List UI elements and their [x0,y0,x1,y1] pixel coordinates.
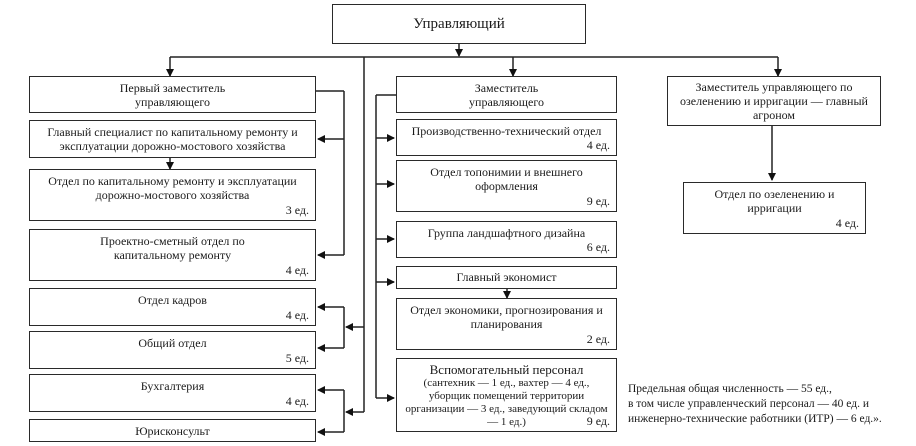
item-title: Вспомогательный персонал [429,362,584,377]
item-subtitle: (сантехник — 1 ед., вахтер — 4 ед., убор… [405,377,608,428]
item-title: Отдел экономики, прогнозирования и плани… [410,303,603,331]
greening-dept-box: Отдел по озеленению и ирригации 4 ед. [683,182,866,234]
deputy-box: Заместитель управляющего [396,76,617,113]
note-line: в том числе управленческий персонал — 40… [628,398,870,410]
deputy-title: Заместитель управляющего [469,81,544,109]
item-units: 5 ед. [285,351,309,365]
item-units: 4 ед. [835,216,859,230]
economics-dept-box: Отдел экономики, прогнозирования и плани… [396,298,617,350]
note-line: инженерно-технические работники (ИТР) — … [628,413,882,425]
accounting-box: Бухгалтерия 4 ед. [29,374,316,412]
item-units: 4 ед. [285,263,309,277]
item-units: 3 ед. [285,203,309,217]
agronomist-title: Заместитель управляющего по озеленению и… [680,80,868,122]
item-title: Проектно-сметный отдел по капитальному р… [100,234,245,262]
first-deputy-box: Первый заместитель управляющего [29,76,316,113]
headcount-note: Предельная общая численность — 55 ед., в… [628,382,882,427]
support-staff-box: Вспомогательный персонал (сантехник — 1 … [396,358,617,432]
agronomist-deputy-box: Заместитель управляющего по озеленению и… [667,76,881,126]
item-title: Главный экономист [456,270,557,284]
item-title: Общий отдел [138,336,207,350]
general-dept-box: Общий отдел 5 ед. [29,331,316,369]
item-units: 9 ед. [586,414,610,428]
item-units: 4 ед. [285,308,309,322]
item-title: Отдел по озеленению и ирригации [714,187,835,215]
item-title: Отдел по капитальному ремонту и эксплуат… [48,174,297,202]
item-title: Отдел кадров [138,293,207,307]
hr-dept-box: Отдел кадров 4 ед. [29,288,316,326]
production-tech-dept-box: Производственно-технический отдел 4 ед. [396,119,617,156]
toponymy-dept-box: Отдел топонимии и внешнего оформления 9 … [396,160,617,212]
legal-counsel-box: Юрисконсульт [29,419,316,442]
item-title: Главный специалист по капитальному ремон… [47,125,298,153]
landscape-design-box: Группа ландшафтного дизайна 6 ед. [396,221,617,258]
item-units: 4 ед. [285,394,309,408]
design-estimate-dept-box: Проектно-сметный отдел по капитальному р… [29,229,316,281]
item-units: 9 ед. [586,194,610,208]
item-title: Отдел топонимии и внешнего оформления [430,165,583,193]
root-manager-box: Управляющий [332,4,586,44]
item-title: Бухгалтерия [140,379,205,393]
note-line: Предельная общая численность — 55 ед., [628,383,832,395]
item-units: 6 ед. [586,240,610,254]
item-title: Производственно-технический отдел [411,124,602,138]
root-title: Управляющий [413,16,505,32]
item-units: 2 ед. [586,332,610,346]
item-units: 4 ед. [586,138,610,152]
capital-repair-dept-box: Отдел по капитальному ремонту и эксплуат… [29,169,316,221]
chief-economist-box: Главный экономист [396,266,617,289]
first-deputy-title: Первый заместитель управляющего [119,81,226,109]
chief-specialist-box: Главный специалист по капитальному ремон… [29,120,316,158]
item-title: Юрисконсульт [135,424,210,438]
item-title: Группа ландшафтного дизайна [427,226,586,240]
